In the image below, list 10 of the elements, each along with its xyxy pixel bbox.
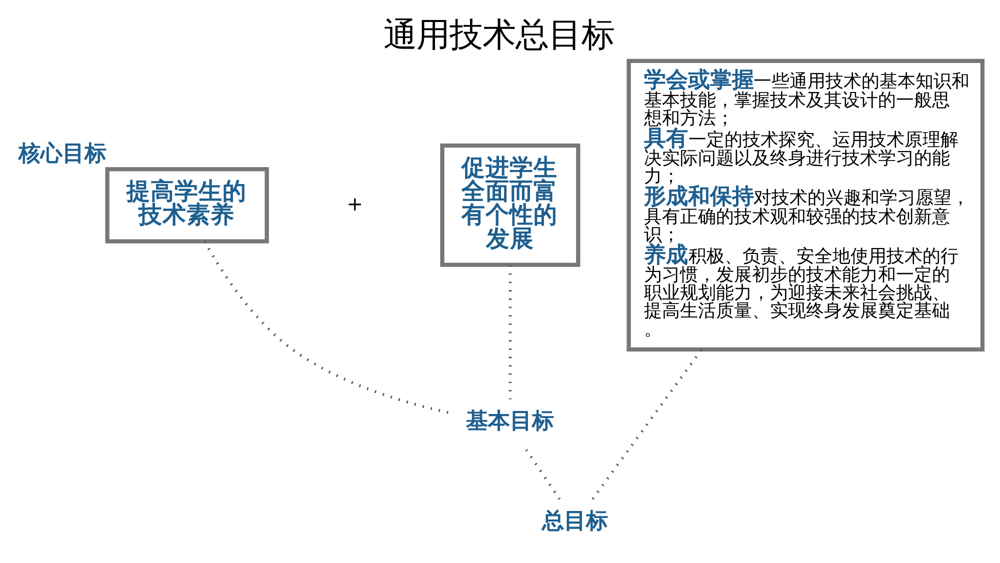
diagram-title: 通用技术总目标: [382, 15, 614, 54]
connector: [524, 448, 560, 500]
node-box: 学会或掌握一些通用技术的基本知识和基本技能，掌握技术及其设计的一般思想和方法； 具有一定的技术探究、运用技术原理解决实际问题以及终身进行技术学习的能力； 形成和保持对技术的兴趣和学习愿望，具有正确的技术观和较强的技术创新意识； 养成积极、负责、安全地使用技术的行为习惯，发展初步的技术能力和一定的职业规划能力，为迎接未来社会挑战、提高生活质量、实现终身发展奠定基础。: [626, 58, 984, 352]
node-box: 提高学生的技术素养: [104, 167, 268, 244]
node-text: 总目标: [542, 508, 608, 534]
node-text: 基本目标: [465, 408, 554, 434]
node-box: 促进学生全面而富有个性的发展: [440, 144, 580, 267]
label: +: [346, 192, 363, 216]
connector: [591, 349, 702, 500]
node-label: 核心目标: [18, 140, 106, 167]
